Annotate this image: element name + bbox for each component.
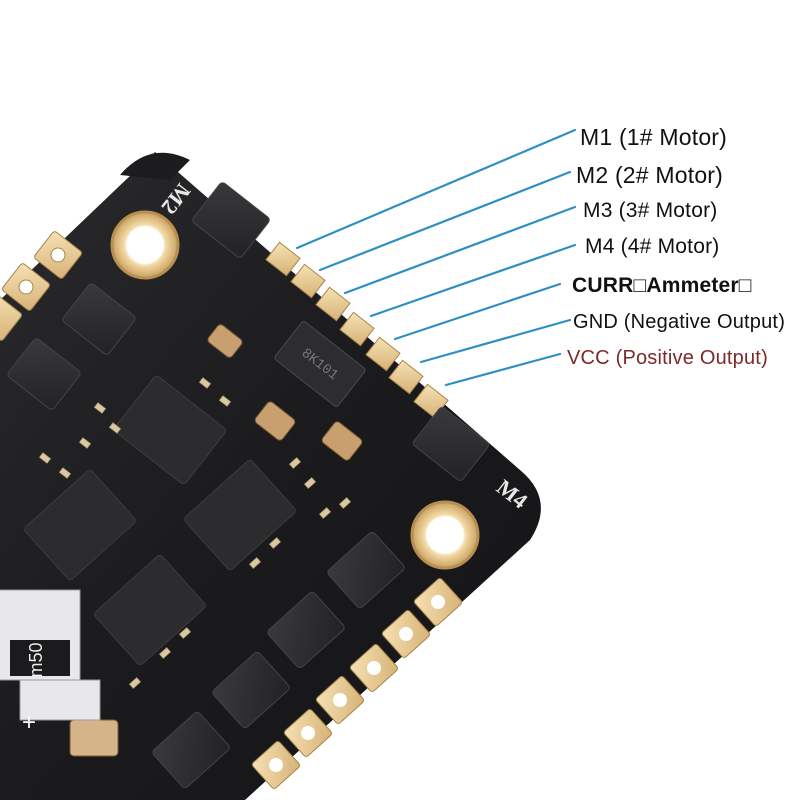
label-m4: M4 (4# Motor) xyxy=(585,235,720,258)
label-vcc: VCC (Positive Output) xyxy=(567,347,768,369)
pad-holes-bottom xyxy=(269,595,445,772)
label-m2: M2 (2# Motor) xyxy=(576,162,724,188)
leader-line-curr xyxy=(393,282,562,341)
leader-line-m3 xyxy=(343,205,577,295)
voltage-regulator: 8K101 xyxy=(274,321,366,407)
label-gnd: GND (Negative Output) xyxy=(573,311,786,333)
label-curr: CURR□Ammeter□ xyxy=(572,274,752,297)
mcu-chips xyxy=(24,375,296,665)
mosfet-chips xyxy=(7,182,490,789)
leader-line-gnd xyxy=(419,318,572,364)
smd-components xyxy=(38,377,352,689)
label-m3: M3 (3# Motor) xyxy=(583,199,718,222)
wire-pads-top xyxy=(265,241,449,419)
leader-lines xyxy=(295,128,577,387)
plus-sign: + xyxy=(22,709,36,736)
mounting-hole-right xyxy=(410,500,480,570)
label-m1: M1 (1# Motor) xyxy=(580,124,728,150)
leader-line-vcc xyxy=(444,352,562,387)
leader-line-m4 xyxy=(369,243,577,318)
current-shunt: m50 + xyxy=(0,589,101,736)
mounting-holes xyxy=(110,210,480,570)
leader-line-m2 xyxy=(318,170,572,272)
capacitors xyxy=(69,324,363,757)
leader-line-m1 xyxy=(295,128,577,250)
shunt-code: m50 xyxy=(26,642,46,677)
mounting-hole-top xyxy=(110,210,180,280)
wire-pads-left xyxy=(0,231,82,341)
